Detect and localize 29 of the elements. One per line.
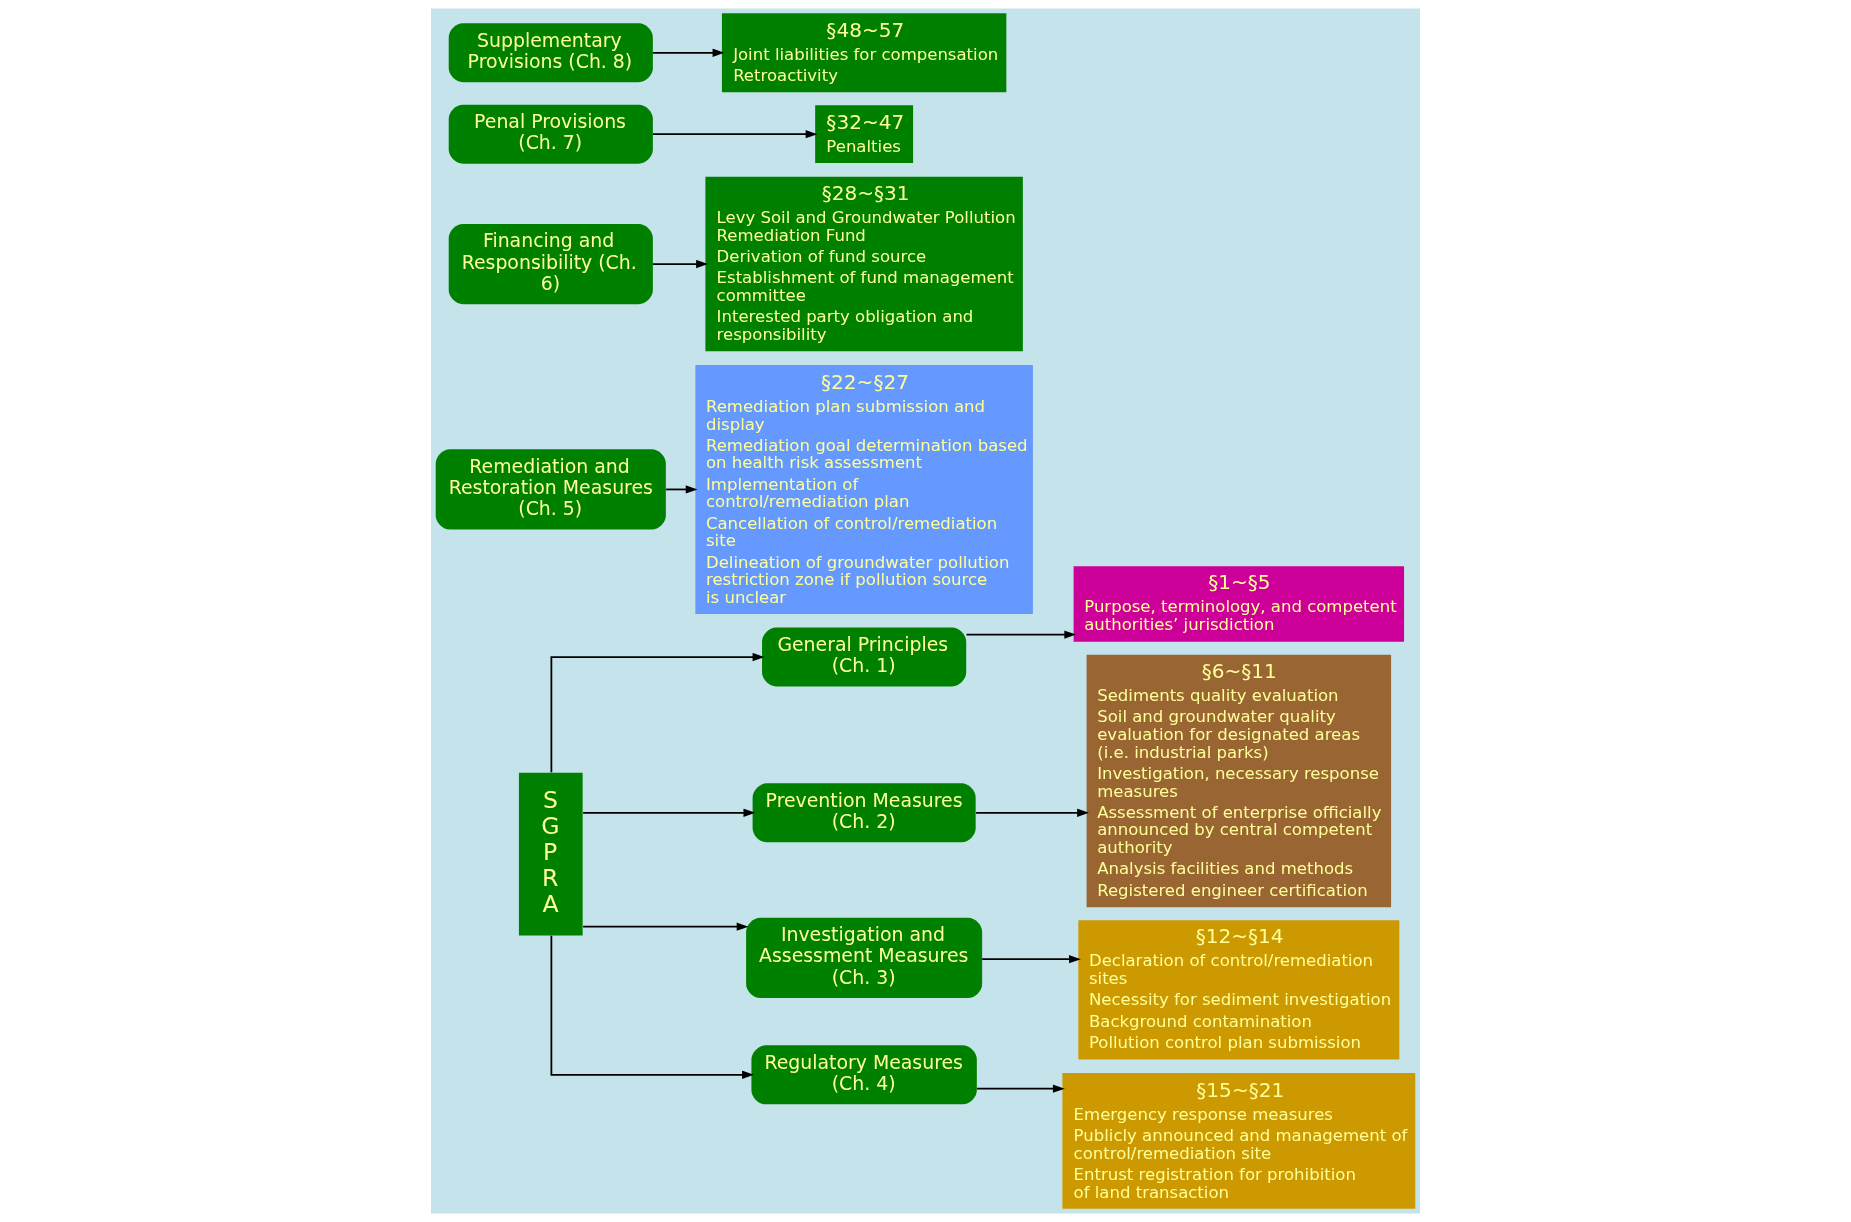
node-box: §32~47 Penalties bbox=[815, 105, 914, 164]
node-box: Investigation and Assessment Measures (Ch. 3) bbox=[746, 917, 983, 999]
arrow bbox=[582, 922, 749, 931]
arrow bbox=[965, 630, 1077, 639]
node-box: Financing and Responsibility (Ch. 6) bbox=[448, 223, 653, 305]
arrow bbox=[652, 259, 708, 269]
node-box: Supplementary Provisions (Ch. 8) bbox=[448, 23, 653, 83]
node-box: §1~§5 Purpose, terminology, and competent authorities’ jurisdiction bbox=[1073, 566, 1405, 642]
arrow bbox=[981, 955, 1081, 964]
node-box: §6~§11 Sediments quality evaluation Soil and groundwater quality evaluation for designated areas (i.e. industrial parks) Investigation, necessary response measures Assessment of enterprise officially announced by central competent authority Analysis facilities and methods Registered engineer certification bbox=[1086, 654, 1392, 908]
node-box: §15~§21 Emergency response measures Publicly announced and management of control/remediation site Entrust registration for prohibition of land transaction bbox=[1062, 1073, 1416, 1209]
node-box: SGPRA bbox=[518, 772, 583, 936]
node-box: Regulatory Measures (Ch. 4) bbox=[751, 1045, 977, 1105]
arrow bbox=[975, 808, 1089, 817]
arrow bbox=[652, 130, 818, 139]
node-box: Remediation and Restoration Measures (Ch. 5) bbox=[435, 449, 666, 530]
node-box: §28~§31 Levy Soil and Groundwater Pollution Remediation Fund Derivation of fund source Establishment of fund management committee Interested party obligation and responsibility bbox=[705, 176, 1023, 352]
arrow bbox=[976, 1084, 1065, 1093]
node-box: General Principles (Ch. 1) bbox=[762, 627, 967, 687]
node-box: Prevention Measures (Ch. 2) bbox=[752, 783, 976, 843]
arrow bbox=[665, 485, 698, 494]
arrow bbox=[550, 934, 754, 1079]
node-box: §12~§14 Declaration of control/remediation sites Necessity for sediment investigation Background contamination Pollution control plan submission bbox=[1078, 920, 1400, 1060]
node-box: §48~57 Joint liabilities for compensation Retroactivity bbox=[721, 13, 1007, 93]
arrow bbox=[582, 808, 756, 817]
arrow bbox=[550, 652, 765, 774]
node-box: Penal Provisions (Ch. 7) bbox=[448, 104, 653, 164]
arrow bbox=[652, 48, 725, 57]
node-box: §22~§27 Remediation plan submission and display Remediation goal determination based on health risk assessment Implementation of control/remediation plan Cancellation of control/remediation site Delineation of groundwater pollution restriction zone if pollution source is unclear bbox=[695, 364, 1033, 614]
